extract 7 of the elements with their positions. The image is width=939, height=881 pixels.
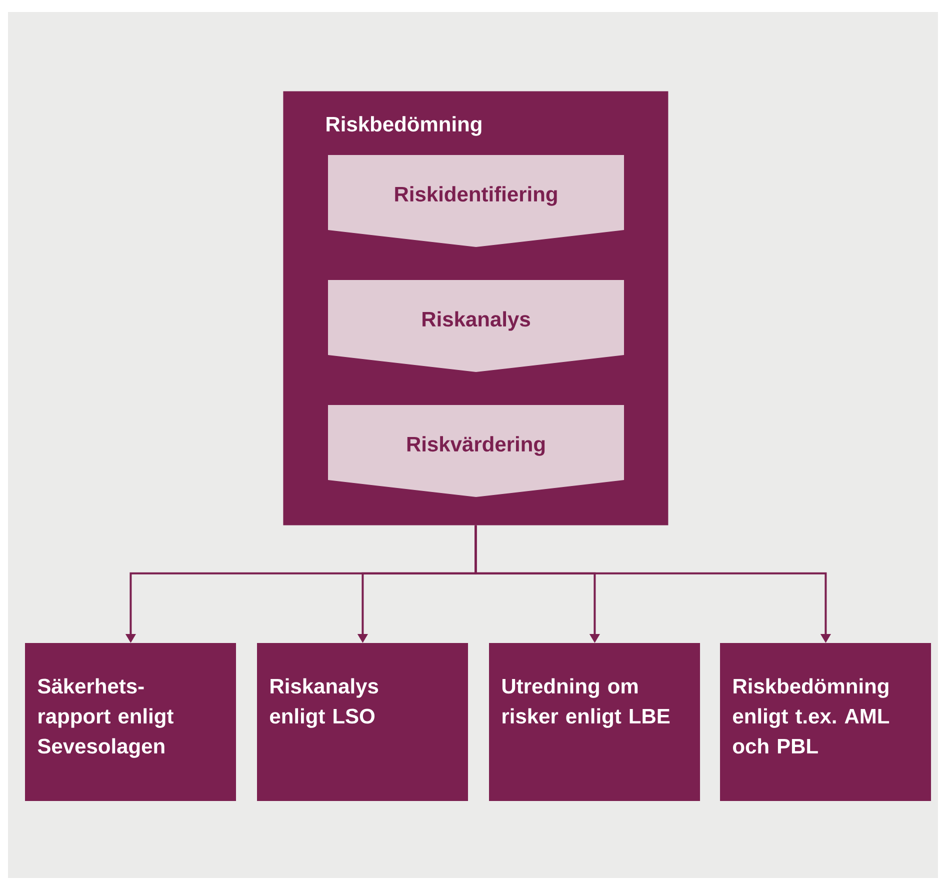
chevron-step: Riskanalys bbox=[328, 280, 624, 372]
outcome-box: Riskbedömning enligt t.ex. AML och PBL bbox=[720, 643, 932, 801]
outcome-box: Utredning om risker enligt LBE bbox=[489, 643, 700, 801]
chevron-step: Riskvärdering bbox=[328, 405, 624, 497]
outcome-box: Riskanalys enligt LSO bbox=[257, 643, 468, 801]
outcome-box: Säkerhets-rapport enligt Sevesolagen bbox=[25, 643, 236, 801]
chevron-step: Riskidentifiering bbox=[328, 155, 624, 247]
